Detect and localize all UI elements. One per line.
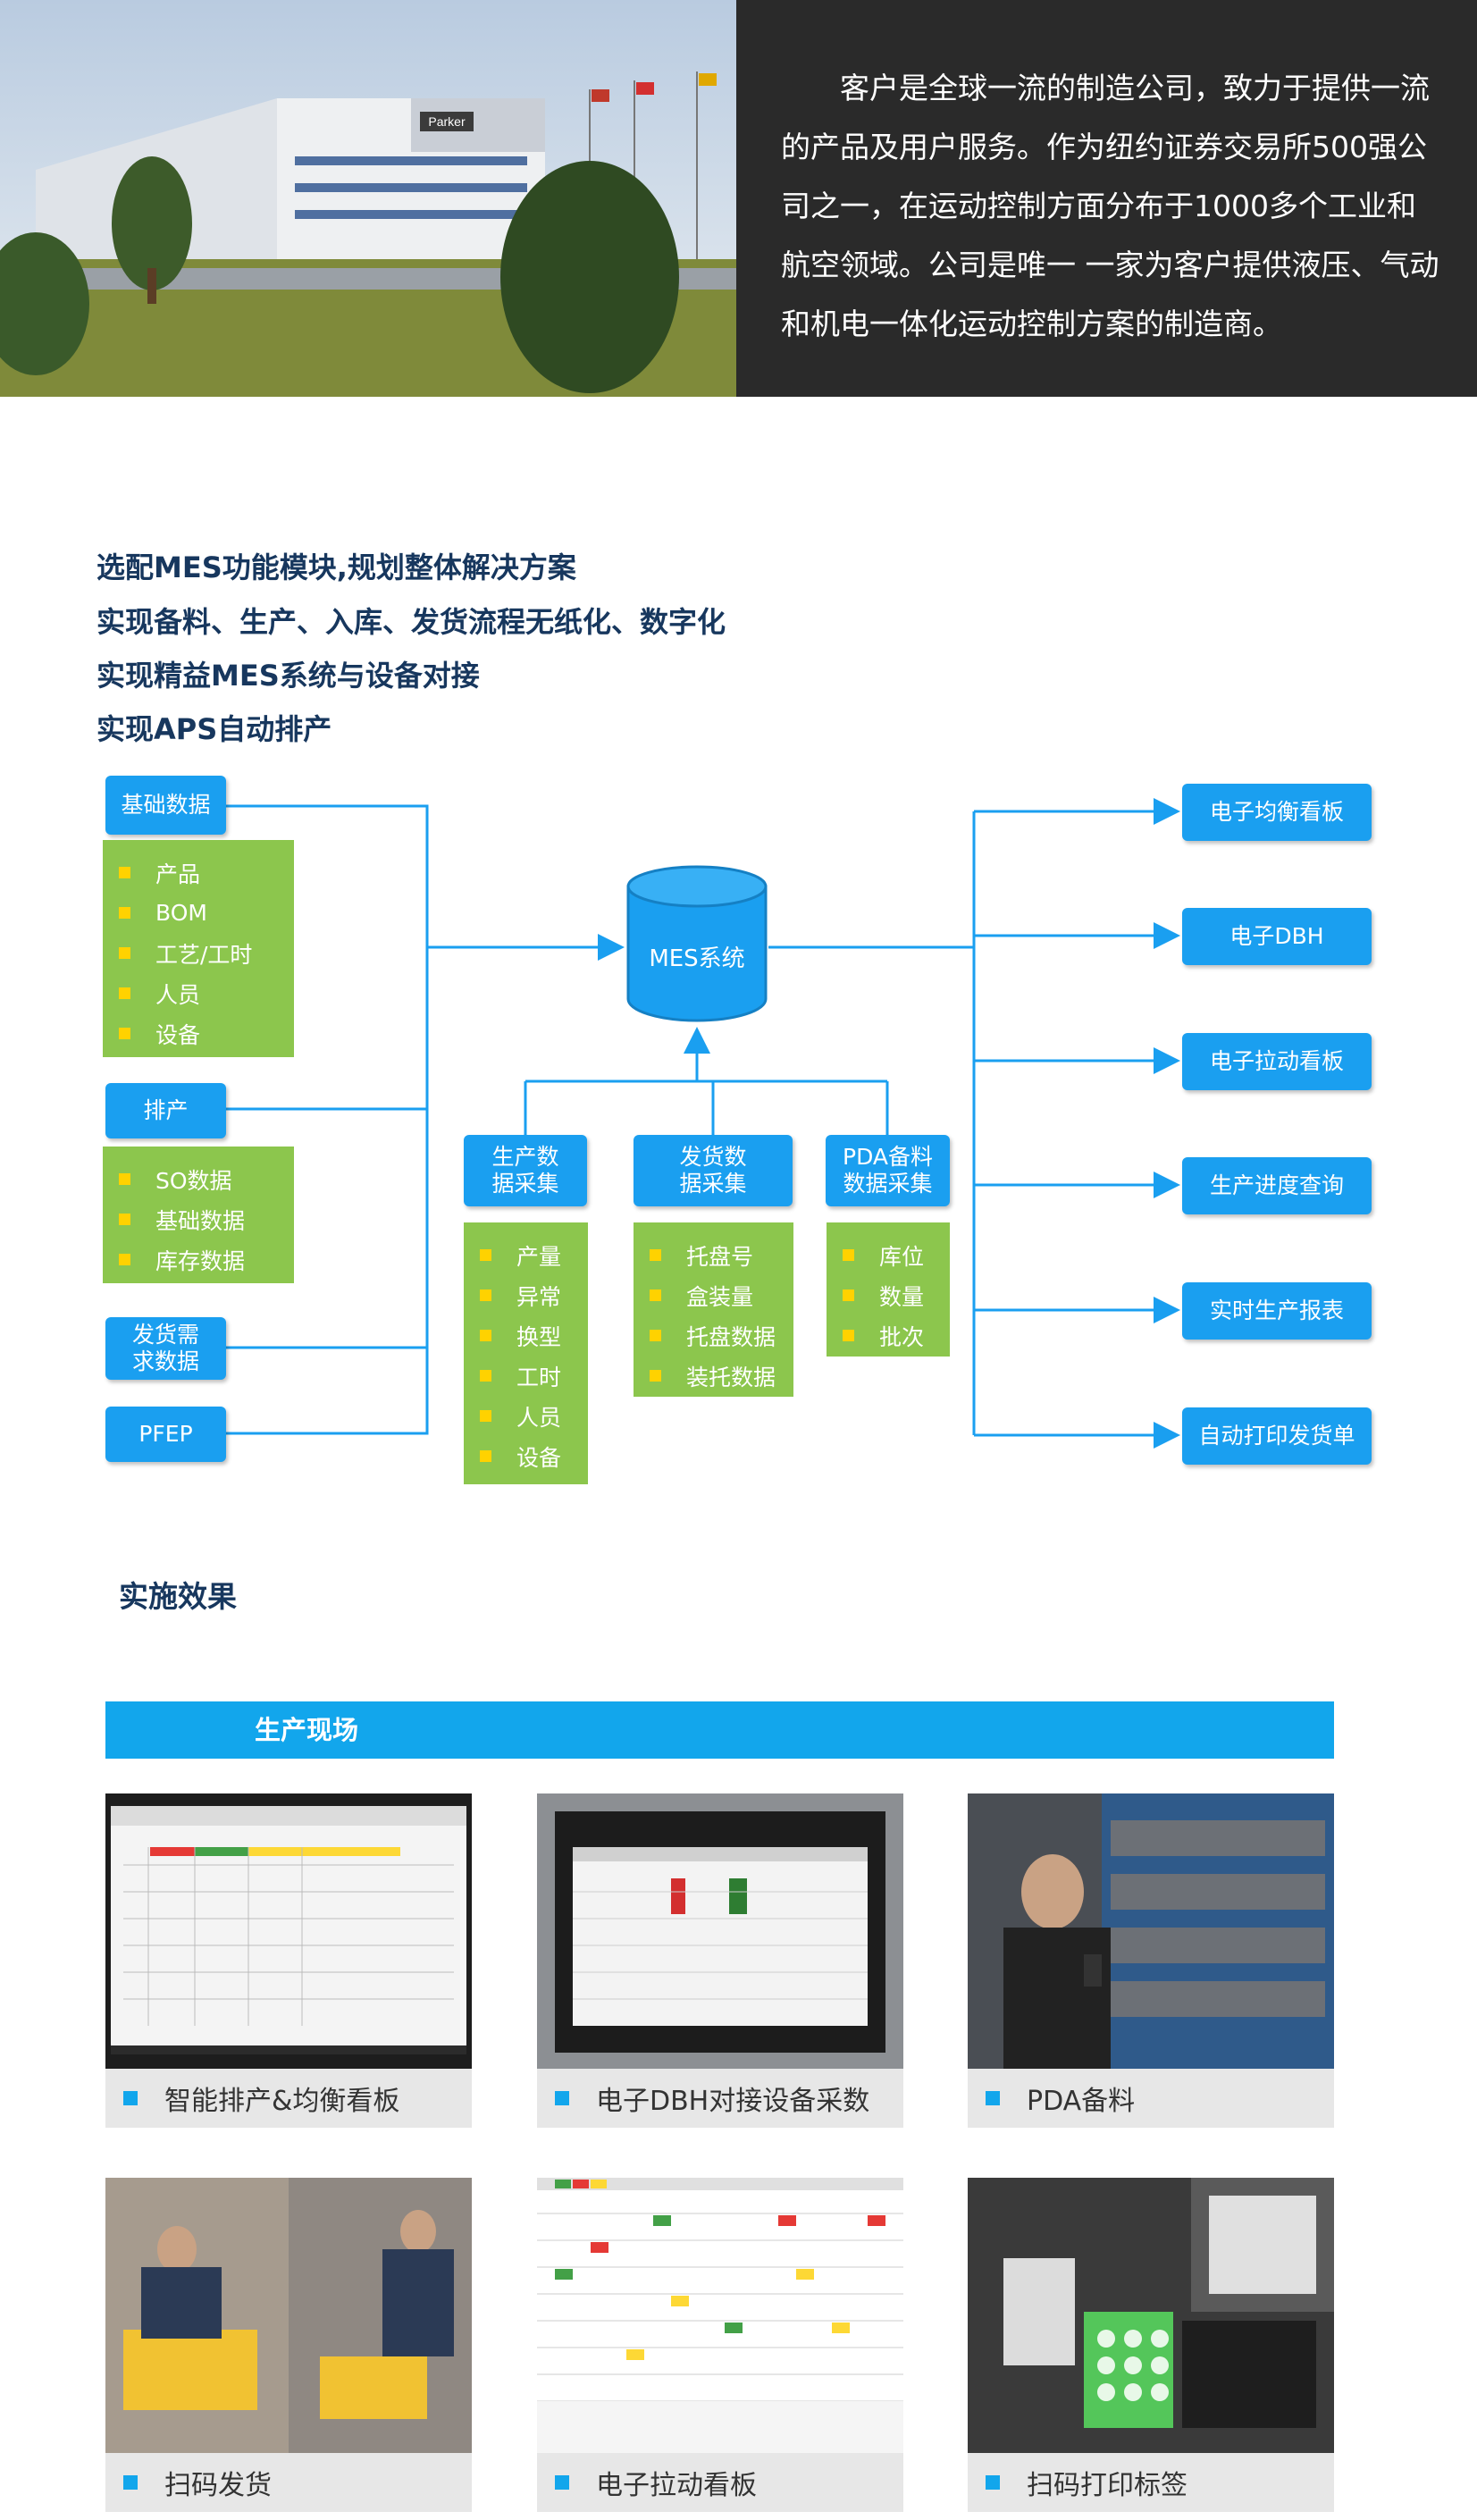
bullet-icon [650, 1289, 661, 1301]
list-item: 换型 [464, 1315, 588, 1356]
list-item: 基础数据 [103, 1199, 294, 1239]
bullet-icon [650, 1249, 661, 1261]
bullet-icon [843, 1289, 854, 1301]
monitor-photo [537, 1793, 903, 2069]
input-shipping-demand: 发货需求数据 [105, 1317, 226, 1380]
warehouse-photo [968, 1793, 1334, 2069]
card-caption: PDA备料 [968, 2069, 1334, 2128]
mes-system-label: MES系统 [649, 945, 745, 972]
list-item: 托盘数据 [634, 1315, 793, 1356]
input-basic-data: 基础数据 [105, 776, 226, 835]
scheduling-list: SO数据 基础数据 库存数据 [103, 1147, 294, 1283]
bullet-icon [555, 2475, 569, 2490]
list-item: 装托数据 [634, 1356, 793, 1396]
production-data-collection: 生产数据采集 [464, 1135, 587, 1206]
bullet-icon [119, 947, 130, 959]
photo-card-scan-label: 扫码打印标签 [968, 2178, 1334, 2512]
bullet-icon [986, 2091, 1000, 2105]
output-pull-board: 电子拉动看板 [1182, 1033, 1372, 1090]
bullet-icon [119, 867, 130, 878]
photo-card-pda: PDA备料 [968, 1793, 1334, 2128]
list-item: 工时 [464, 1356, 588, 1396]
bullet-icon [843, 1330, 854, 1341]
list-item: 人员 [464, 1396, 588, 1436]
bullet-icon [123, 2091, 138, 2105]
connector-lines [226, 798, 1180, 1449]
building-sign: Parker [428, 114, 466, 129]
results-title: 实施效果 [119, 1579, 237, 1614]
bullet-icon [843, 1249, 854, 1261]
bullet-icon [119, 1254, 130, 1265]
bullet-icon [480, 1330, 491, 1341]
pull-board-screenshot [537, 2178, 903, 2453]
intro-text: 客户是全球一流的制造公司，致力于提供一流的产品及用户服务。作为纽约证券交易所50… [736, 0, 1477, 397]
list-item: 设备 [103, 1013, 294, 1054]
shipping-data-collection: 发货数据采集 [634, 1135, 793, 1206]
list-item: BOM [103, 893, 294, 933]
mes-system-database: MES系统 [625, 865, 768, 1026]
pda-data-collection: PDA备料数据采集 [826, 1135, 950, 1206]
card-caption: 电子拉动看板 [537, 2453, 903, 2512]
list-item: 产品 [103, 853, 294, 893]
output-realtime-report: 实时生产报表 [1182, 1282, 1372, 1340]
objective-2: 实现备料、生产、入库、发货流程无纸化、数字化 [97, 605, 726, 639]
section-bar [105, 1701, 1334, 1759]
photo-card-scheduling: 智能排产&均衡看板 [105, 1793, 472, 2128]
list-item: 工艺/工时 [103, 933, 294, 973]
card-caption: 扫码发货 [105, 2453, 472, 2512]
bullet-icon [119, 1028, 130, 1039]
label-print-photo [968, 2178, 1334, 2453]
list-item: 人员 [103, 973, 294, 1013]
list-item: 产量 [464, 1235, 588, 1275]
list-item: 数量 [827, 1275, 950, 1315]
card-caption: 智能排产&均衡看板 [105, 2069, 472, 2128]
bullet-icon [480, 1289, 491, 1301]
database-icon [626, 865, 768, 1022]
monitor-photo [105, 1793, 472, 2069]
objective-1: 选配MES功能模块,规划整体解决方案 [97, 550, 576, 584]
list-item: 托盘号 [634, 1235, 793, 1275]
objective-4: 实现APS自动排产 [97, 712, 332, 746]
bullet-icon [650, 1370, 661, 1382]
bullet-icon [555, 2091, 569, 2105]
bullet-icon [986, 2475, 1000, 2490]
photo-card-dbh: 电子DBH对接设备采数 [537, 1793, 903, 2128]
bullet-icon [650, 1330, 661, 1341]
list-item: 设备 [464, 1436, 588, 1476]
output-balance-board: 电子均衡看板 [1182, 784, 1372, 841]
factory-photo: Parker [0, 0, 736, 397]
list-item: 批次 [827, 1315, 950, 1356]
shipping-data-list: 托盘号 盒装量 托盘数据 装托数据 [634, 1222, 793, 1397]
input-pfep: PFEP [105, 1407, 226, 1462]
pda-data-list: 库位 数量 批次 [827, 1222, 950, 1357]
bullet-icon [119, 907, 130, 919]
list-item: SO数据 [103, 1159, 294, 1199]
bullet-icon [480, 1370, 491, 1382]
output-electronic-dbh: 电子DBH [1182, 908, 1372, 965]
bullet-icon [480, 1249, 491, 1261]
basic-data-list: 产品 BOM 工艺/工时 人员 设备 [103, 840, 294, 1057]
shipping-photo [105, 2178, 472, 2453]
output-progress-query: 生产进度查询 [1182, 1157, 1372, 1214]
input-scheduling: 排产 [105, 1083, 226, 1138]
list-item: 盒装量 [634, 1275, 793, 1315]
list-item: 异常 [464, 1275, 588, 1315]
bullet-icon [119, 987, 130, 999]
list-item: 库存数据 [103, 1239, 294, 1280]
section-bar-title: 生产现场 [255, 1715, 359, 1745]
bullet-icon [123, 2475, 138, 2490]
photo-card-pull-board: 电子拉动看板 [537, 2178, 903, 2512]
card-caption: 扫码打印标签 [968, 2453, 1334, 2512]
production-data-list: 产量 异常 换型 工时 人员 设备 [464, 1222, 588, 1484]
photo-card-scan-shipping: 扫码发货 [105, 2178, 472, 2512]
bullet-icon [119, 1214, 130, 1225]
objective-3: 实现精益MES系统与设备对接 [97, 659, 480, 693]
list-item: 库位 [827, 1235, 950, 1275]
bullet-icon [119, 1173, 130, 1185]
card-caption: 电子DBH对接设备采数 [537, 2069, 903, 2128]
output-auto-print: 自动打印发货单 [1182, 1407, 1372, 1465]
bullet-icon [480, 1450, 491, 1462]
bullet-icon [480, 1410, 491, 1422]
